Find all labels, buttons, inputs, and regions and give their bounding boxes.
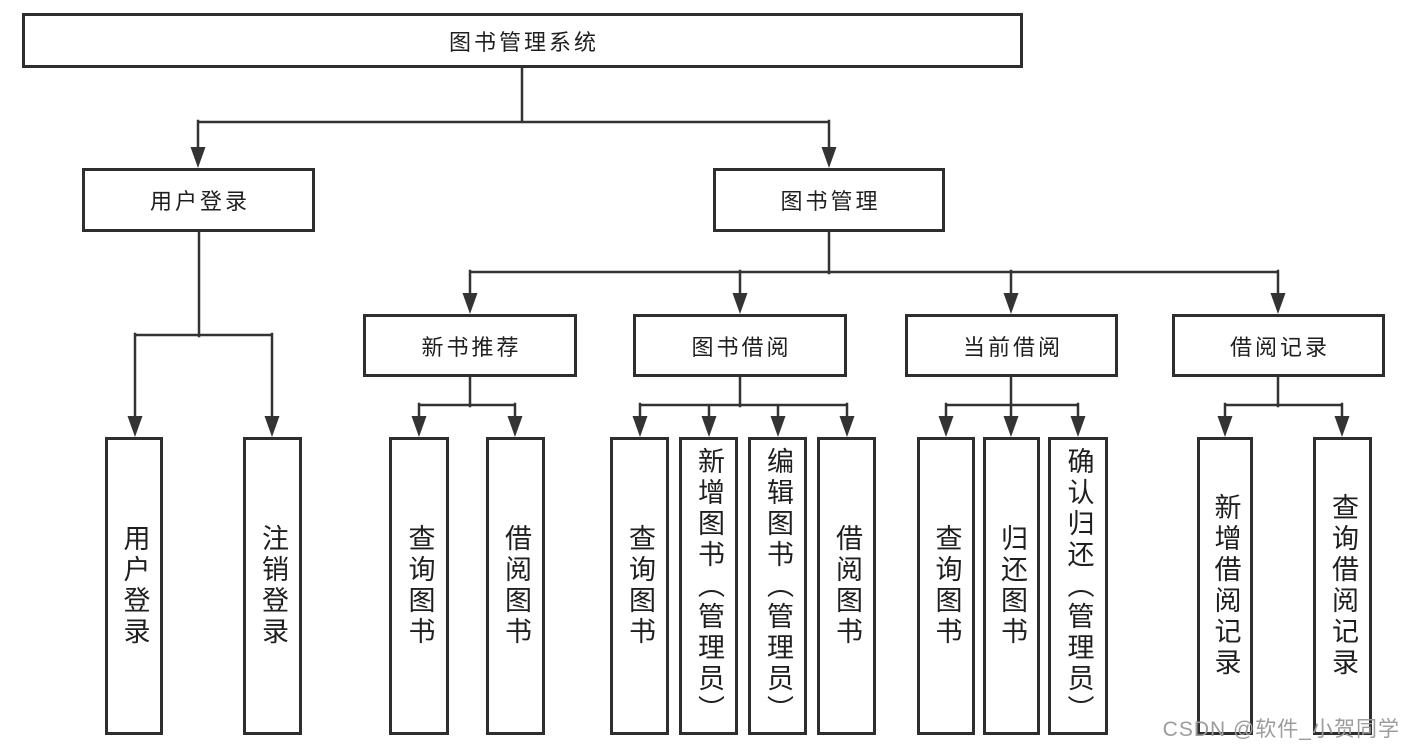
arrowhead-icon	[1070, 416, 1086, 437]
arrowhead-icon	[701, 416, 717, 437]
leaf-logout: 注销登录	[243, 437, 302, 735]
leaf-bb-edit-books-admin: 编辑图书（管理员）	[748, 437, 807, 735]
node-label: 新书推荐	[421, 334, 522, 360]
arrowhead-icon	[190, 147, 206, 168]
leaf-br-add-record: 新增借阅记录	[1197, 437, 1253, 735]
arrowhead-icon	[507, 416, 523, 437]
leaf-label: 查询图书	[625, 524, 655, 648]
arrowhead-icon	[821, 147, 837, 168]
arrowhead-icon	[264, 416, 280, 437]
node-user-login: 用户登录	[82, 168, 315, 232]
arrowhead-icon	[770, 416, 786, 437]
arrowhead-icon	[632, 416, 648, 437]
node-label: 图书管理系统	[448, 29, 599, 55]
leaf-br-query-record: 查询借阅记录	[1313, 437, 1372, 735]
leaf-label: 借阅图书	[501, 524, 531, 648]
arrowhead-icon	[127, 416, 143, 437]
leaf-nbr-borrow-books: 借阅图书	[486, 437, 545, 735]
leaf-bb-borrow-books: 借阅图书	[817, 437, 876, 735]
leaf-label: 注销登录	[258, 524, 288, 648]
arrowhead-icon	[411, 416, 427, 437]
watermark-text: CSDN @软件_小贺同学	[1162, 718, 1400, 741]
arrowhead-icon	[462, 293, 478, 314]
arrowhead-icon	[1003, 293, 1019, 314]
leaf-bb-add-books-admin: 新增图书（管理员）	[679, 437, 738, 735]
arrowhead-icon	[1270, 293, 1286, 314]
leaf-label: 新增图书（管理员）	[694, 446, 724, 726]
node-label: 借阅记录	[1229, 334, 1330, 360]
node-label: 图书借阅	[691, 334, 792, 360]
leaf-label: 归还图书	[997, 524, 1027, 648]
arrowhead-icon	[938, 416, 954, 437]
leaf-label: 查询图书	[931, 524, 962, 648]
node-library-system: 图书管理系统	[22, 13, 1023, 68]
node-current-borrowing: 当前借阅	[905, 314, 1118, 377]
leaf-nbr-query-books: 查询图书	[389, 437, 449, 735]
node-label: 用户登录	[149, 189, 250, 214]
node-book-management: 图书管理	[713, 168, 945, 232]
arrowhead-icon	[1217, 416, 1233, 437]
arrowhead-icon	[732, 293, 748, 314]
leaf-user-login: 用户登录	[105, 437, 163, 735]
leaf-label: 编辑图书（管理员）	[763, 446, 793, 726]
leaf-label: 新增借阅记录	[1210, 493, 1241, 679]
node-borrowing-records: 借阅记录	[1172, 314, 1385, 377]
leaf-bb-query-books: 查询图书	[610, 437, 669, 735]
node-label: 当前借阅	[962, 334, 1063, 360]
arrowhead-icon	[839, 416, 855, 437]
arrowhead-icon	[1003, 416, 1019, 437]
arrowhead-icon	[1334, 416, 1350, 437]
node-new-book-recommend: 新书推荐	[363, 314, 577, 377]
node-book-borrowing: 图书借阅	[633, 314, 847, 377]
leaf-label: 查询图书	[404, 524, 435, 648]
leaf-cb-return-books: 归还图书	[983, 437, 1040, 735]
leaf-label: 用户登录	[119, 524, 150, 648]
leaf-label: 确认归还（管理员）	[1063, 446, 1094, 726]
leaf-label: 借阅图书	[832, 524, 862, 648]
leaf-cb-confirm-return-admin: 确认归还（管理员）	[1048, 437, 1108, 735]
node-label: 图书管理	[780, 189, 881, 214]
leaf-cb-query-books: 查询图书	[917, 437, 975, 735]
leaf-label: 查询借阅记录	[1328, 493, 1358, 679]
